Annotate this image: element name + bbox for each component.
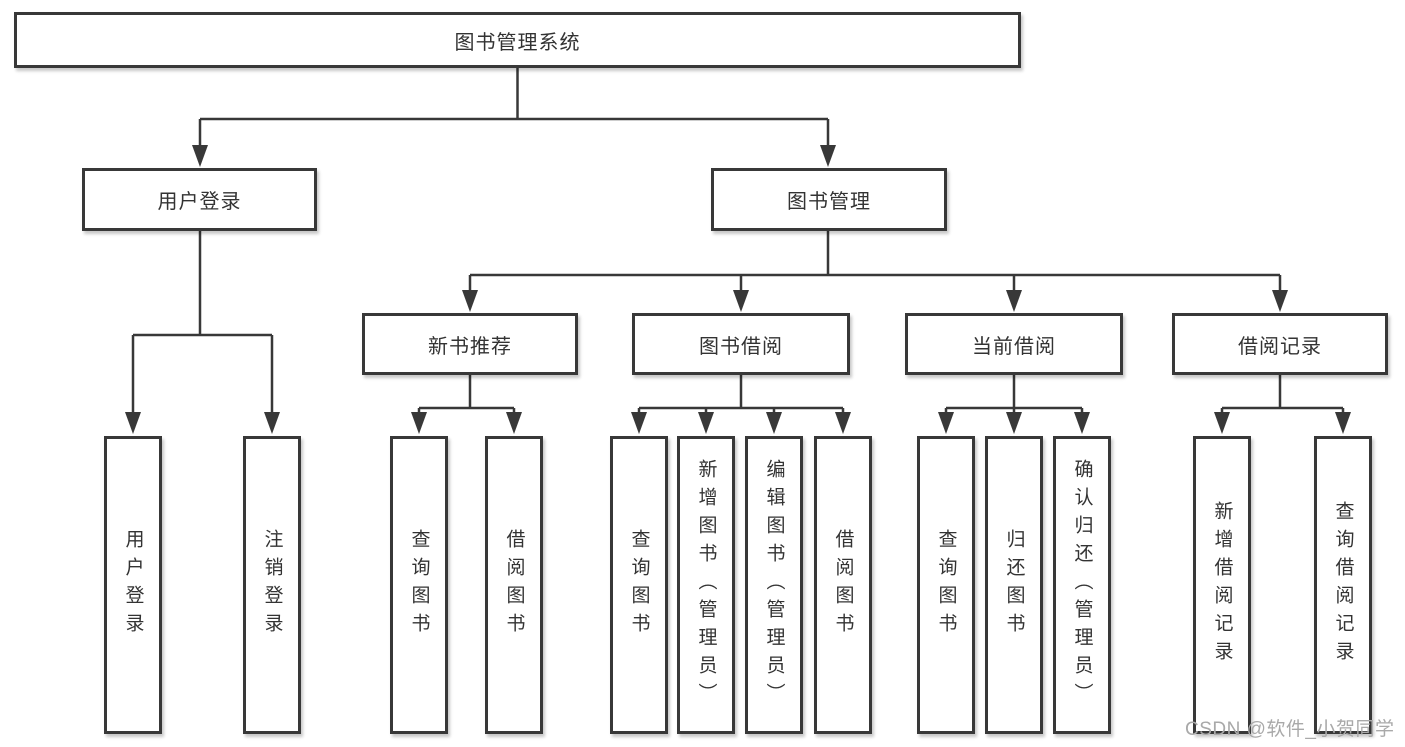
leaf-borrow-book-label: 借阅图书 [832,529,854,641]
node-book-management: 图书管理 [711,168,947,231]
node-book-borrow-label: 图书借阅 [699,335,783,358]
leaf-query-book-recommend: 查询图书 [390,436,448,734]
leaf-borrow-book-recommend: 借阅图书 [485,436,543,734]
leaf-logout: 注销登录 [243,436,301,734]
leaf-confirm-return-admin-label: 确认归还（管理员） [1071,459,1093,711]
node-borrow-records: 借阅记录 [1172,313,1388,375]
leaf-return-book: 归还图书 [985,436,1043,734]
node-book-borrow: 图书借阅 [632,313,850,375]
leaf-add-borrow-record-label: 新增借阅记录 [1211,501,1233,669]
leaf-query-book-borrow: 查询图书 [610,436,668,734]
node-user-login: 用户登录 [82,168,317,231]
node-root-label: 图书管理系统 [454,31,581,54]
node-new-book-recommend: 新书推荐 [362,313,578,375]
node-borrow-records-label: 借阅记录 [1238,335,1322,358]
node-current-borrow: 当前借阅 [905,313,1123,375]
leaf-query-borrow-record-label: 查询借阅记录 [1332,501,1354,669]
leaf-confirm-return-admin: 确认归还（管理员） [1053,436,1111,734]
leaf-query-book-current-label: 查询图书 [935,529,957,641]
node-new-book-recommend-label: 新书推荐 [428,335,512,358]
arrowheads [125,145,1351,434]
leaf-logout-label: 注销登录 [261,529,283,641]
csdn-watermark: CSDN @软件_小贺同学 [1185,719,1395,740]
leaf-edit-book-admin-label: 编辑图书（管理员） [763,459,785,711]
leaf-query-book-recommend-label: 查询图书 [408,529,430,641]
leaf-borrow-book-recommend-label: 借阅图书 [503,529,525,641]
node-root: 图书管理系统 [14,12,1021,68]
leaf-add-borrow-record: 新增借阅记录 [1193,436,1251,734]
leaf-add-book-admin: 新增图书（管理员） [677,436,735,734]
leaf-return-book-label: 归还图书 [1003,529,1025,641]
leaf-user-login: 用户登录 [104,436,162,734]
node-user-login-label: 用户登录 [157,191,242,213]
node-current-borrow-label: 当前借阅 [972,335,1056,358]
leaf-query-book-current: 查询图书 [917,436,975,734]
leaf-borrow-book: 借阅图书 [814,436,872,734]
leaf-query-book-borrow-label: 查询图书 [628,529,650,641]
leaf-user-login-label: 用户登录 [122,529,144,641]
node-book-management-label: 图书管理 [787,191,871,213]
leaf-query-borrow-record: 查询借阅记录 [1314,436,1372,734]
leaf-add-book-admin-label: 新增图书（管理员） [695,459,717,711]
leaf-edit-book-admin: 编辑图书（管理员） [745,436,803,734]
